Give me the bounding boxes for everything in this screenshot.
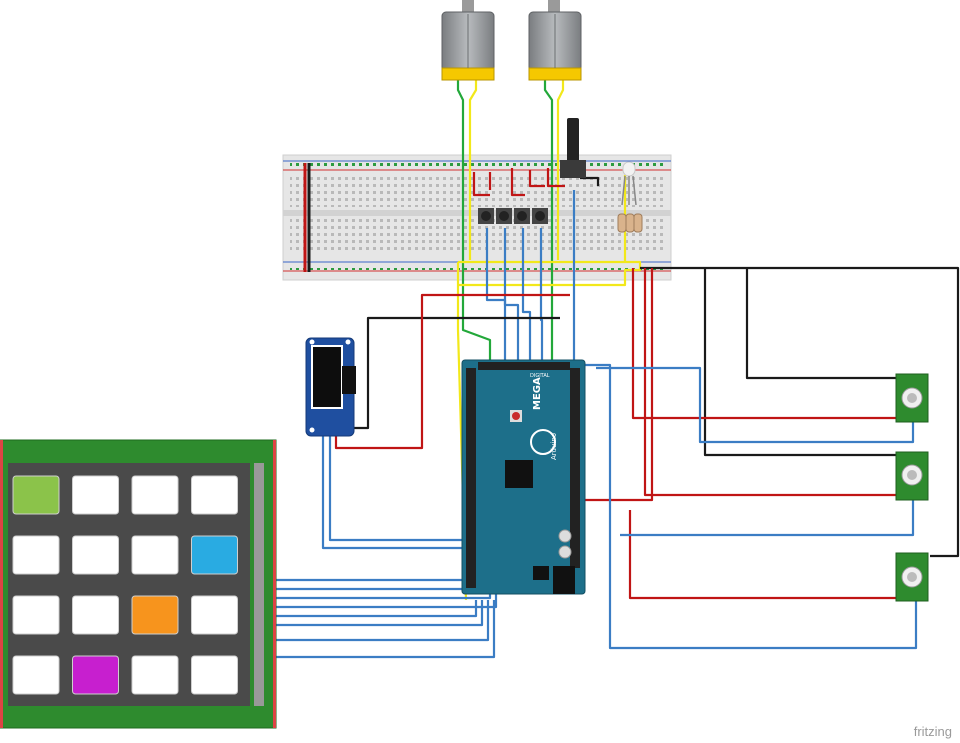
keypad-key [191,475,238,515]
sensor-module-3 [895,552,929,602]
dc-motor-2 [528,0,582,81]
keypad-key [12,655,60,695]
keypad-key [72,535,119,575]
keypad-key [191,655,238,695]
resistors [617,213,643,233]
keypad-key [72,595,119,635]
membrane-keypad [0,439,277,729]
keypad-key [131,535,179,575]
keypad-key [191,595,238,635]
push-button-2 [496,208,512,224]
push-button-1 [478,208,494,224]
rgb-led [621,161,637,206]
keypad-key [72,475,119,515]
fritzing-watermark: fritzing [913,724,952,739]
keypad-key [12,475,60,515]
push-button-3 [514,208,530,224]
push-button-4 [532,208,548,224]
board-digital-label: DIGITAL [530,373,550,379]
keypad-key [131,475,179,515]
keypad-key [131,655,179,695]
push-buttons [478,208,548,224]
dc-motor-1 [441,0,495,81]
rotary-potentiometer [560,118,586,178]
breadboard [282,154,672,281]
keypad-key [12,595,60,635]
keypad-key [191,535,238,575]
sensor-module-2 [895,451,929,501]
sensor-module-1 [895,373,929,423]
keypad-key [131,595,179,635]
keypad-key [12,535,60,575]
board-mega-label: MEGA [532,377,543,410]
keypad-keys [12,475,238,695]
board-brand-label: Arduino [550,433,558,460]
arduino-mega-board: MEGA Arduino DIGITAL [461,359,586,595]
oled-display [305,337,356,437]
keypad-key [72,655,119,695]
